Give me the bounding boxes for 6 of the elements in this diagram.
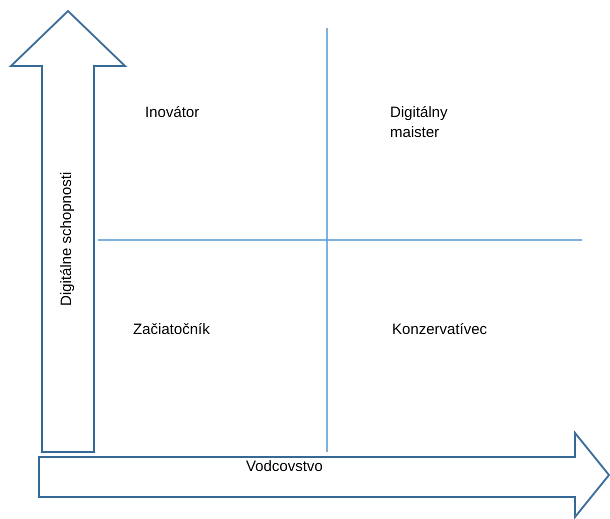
quadrant-label: Inovátor	[145, 103, 200, 123]
quadrant-label: Konzervatívec	[392, 320, 488, 340]
quadrant-label: Digitálny maister	[390, 103, 449, 143]
axis-label: Vodcovstvo	[246, 458, 323, 475]
axis-label: Digitálne schopnosti	[58, 172, 75, 306]
quadrant-label: Začiatočník	[133, 320, 211, 340]
